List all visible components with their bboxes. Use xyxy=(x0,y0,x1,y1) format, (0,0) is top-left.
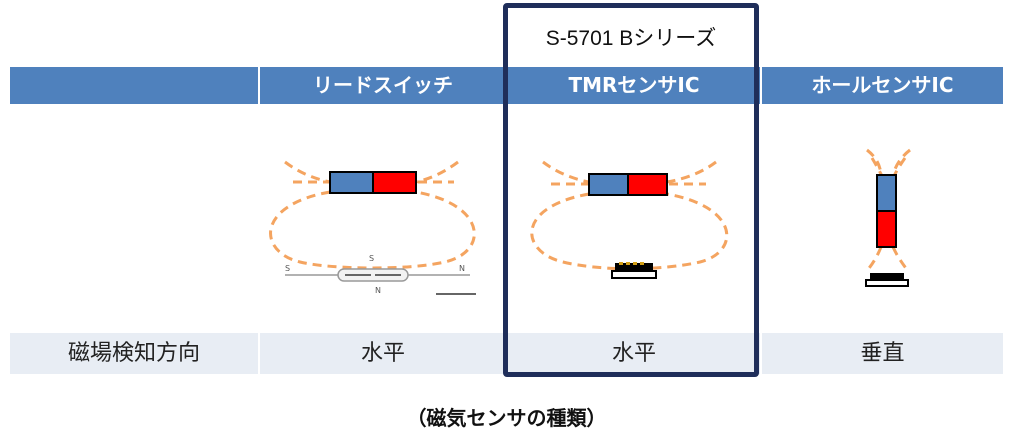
header-hall-sensor: ホールセンサIC xyxy=(811,73,954,97)
hall-magnet-blue xyxy=(876,174,897,212)
tmr-direction-value: 水平 xyxy=(611,341,656,366)
row-divider xyxy=(258,333,260,374)
reed-magnet-blue xyxy=(329,171,374,194)
header-tmr-sensor: TMRセンサIC xyxy=(568,73,700,97)
reed-label-s-left: S xyxy=(285,264,290,273)
header-reed-switch: リードスイッチ xyxy=(313,73,453,97)
tmr-chip-icon xyxy=(611,262,657,279)
reed-direction-value: 水平 xyxy=(360,341,405,366)
reed-label-n-bottom: N xyxy=(375,286,381,295)
reed-label-n-right: N xyxy=(459,264,465,273)
reed-label-s-top: S xyxy=(369,254,374,263)
reed-magnet-red xyxy=(372,171,417,194)
figure-caption: （磁気センサの種類） xyxy=(406,406,607,430)
tmr-highlight-frame xyxy=(503,3,759,377)
reed-field-lines xyxy=(269,160,476,270)
reed-switch-icon xyxy=(285,268,476,295)
header-divider xyxy=(258,67,260,104)
tmr-magnet-red xyxy=(627,173,668,196)
row-divider xyxy=(760,333,762,374)
row-label-field-direction: 磁場検知方向 xyxy=(67,341,200,366)
series-label: S-5701 Bシリーズ xyxy=(545,27,717,50)
header-divider xyxy=(760,67,762,104)
hall-magnet-red xyxy=(876,210,897,248)
hall-direction-value: 垂直 xyxy=(860,341,905,366)
hall-chip-icon xyxy=(865,273,909,287)
